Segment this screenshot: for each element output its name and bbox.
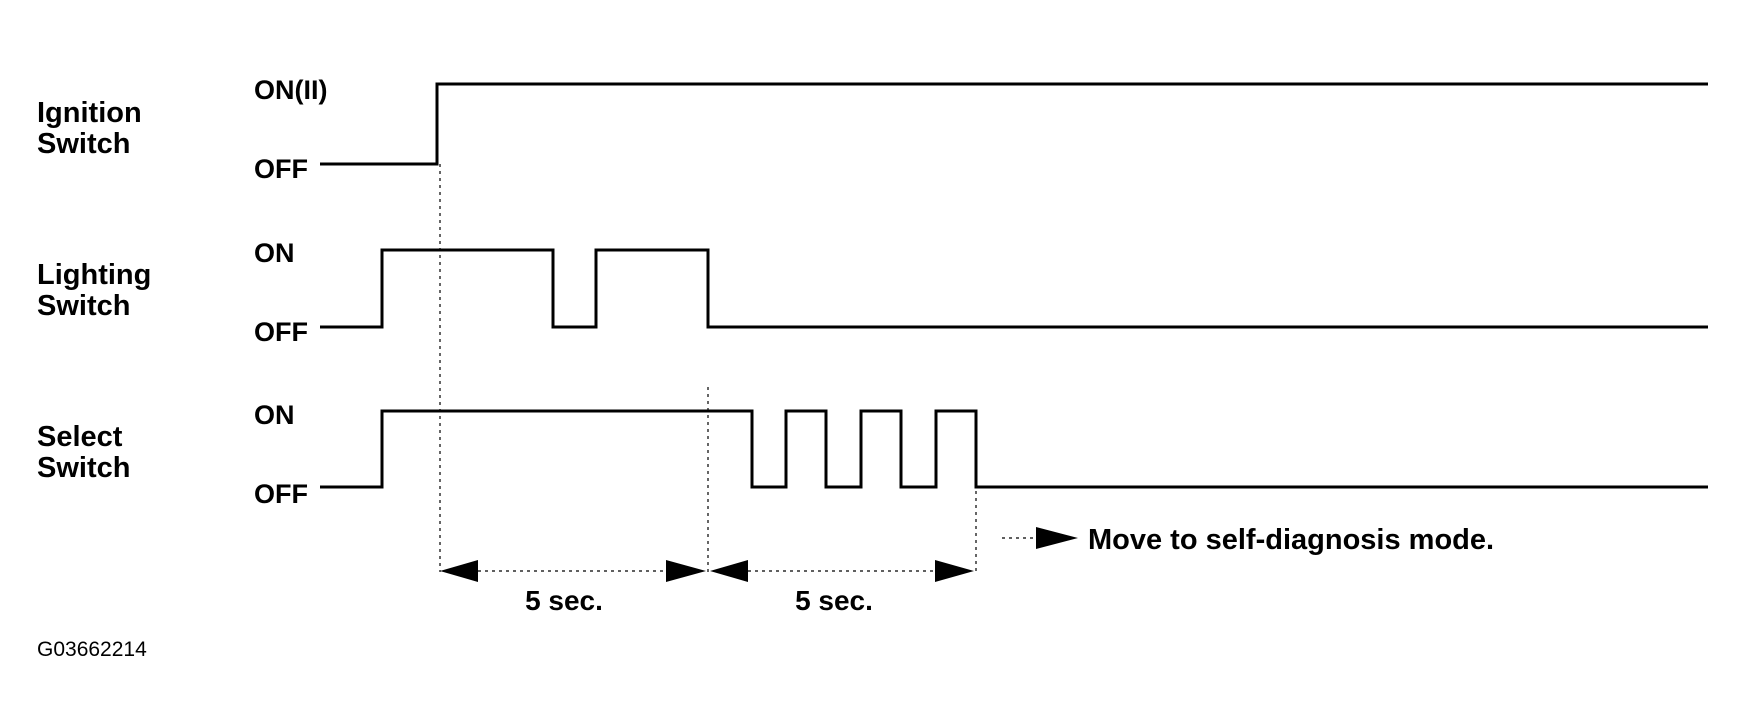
interval-2-dimension: 5 sec.	[710, 560, 974, 616]
select-switch-label-line2: Switch	[37, 452, 130, 484]
self-diagnosis-note: Move to self-diagnosis mode.	[1002, 524, 1494, 556]
note-arrowhead	[1036, 527, 1078, 549]
ignition-on-state-label: ON(II)	[254, 75, 328, 105]
self-diagnosis-note-text: Move to self-diagnosis mode.	[1088, 524, 1494, 556]
lighting-switch-label-line2: Switch	[37, 290, 130, 322]
interval-1-right-arrowhead	[666, 560, 706, 582]
lighting-on-state-label: ON	[254, 238, 295, 268]
select-off-state-label: OFF	[254, 479, 308, 509]
ignition-switch-row: Ignition Switch ON(II) OFF	[37, 75, 1708, 184]
lighting-off-state-label: OFF	[254, 317, 308, 347]
interval-2-left-arrowhead	[710, 560, 748, 582]
ignition-switch-label-line2: Switch	[37, 128, 130, 160]
ignition-switch-waveform	[320, 82, 1708, 166]
interval-1-dimension: 5 sec.	[440, 560, 706, 616]
ignition-off-state-label: OFF	[254, 154, 308, 184]
select-switch-row: Select Switch ON OFF	[37, 400, 1708, 509]
interval-2-right-arrowhead	[935, 560, 974, 582]
interval-1-left-arrowhead	[440, 560, 478, 582]
interval-2-label: 5 sec.	[795, 585, 873, 616]
interval-1-label: 5 sec.	[525, 585, 603, 616]
select-on-state-label: ON	[254, 400, 295, 430]
select-switch-label-line1: Select	[37, 421, 123, 453]
figure-id: G03662214	[37, 638, 147, 661]
lighting-switch-label-line1: Lighting	[37, 259, 151, 291]
lighting-switch-row: Lighting Switch ON OFF	[37, 238, 1708, 347]
ignition-switch-label-line1: Ignition	[37, 97, 142, 129]
lighting-switch-waveform	[320, 248, 1708, 329]
select-switch-waveform	[320, 409, 1708, 489]
